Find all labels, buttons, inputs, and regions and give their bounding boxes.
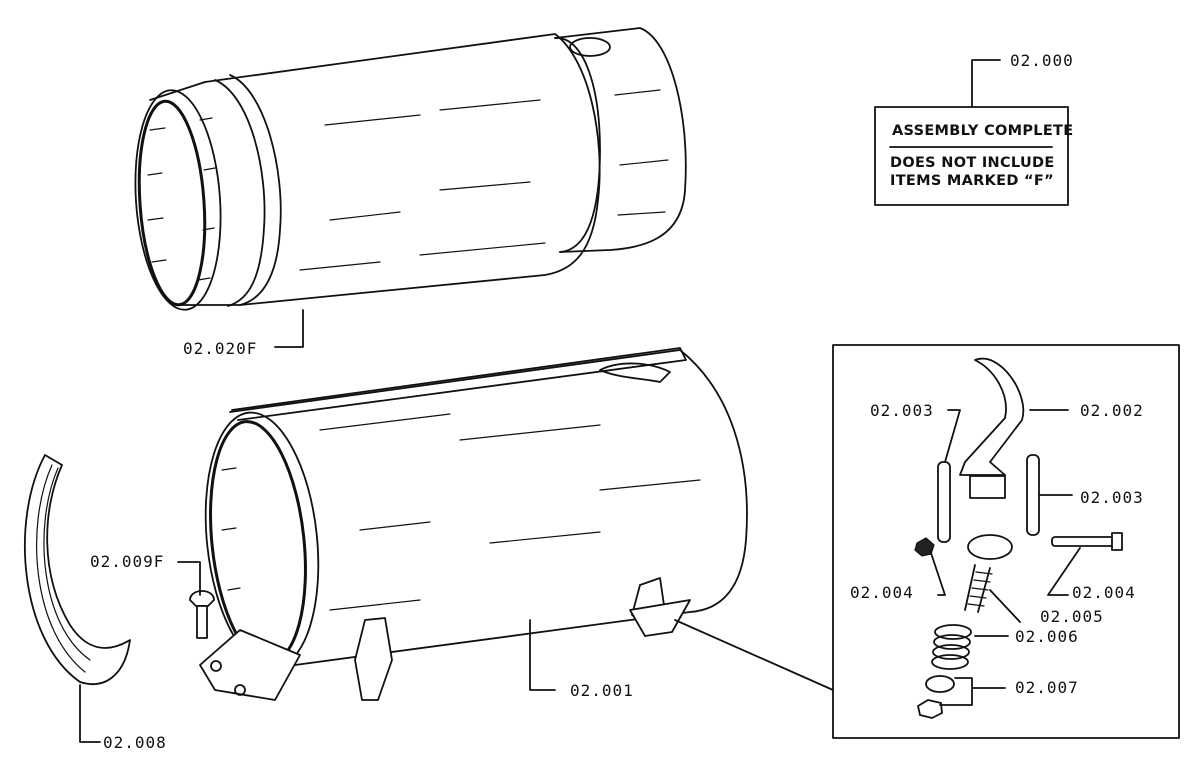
band-drawing bbox=[24, 454, 131, 685]
bolt-drawing bbox=[189, 590, 215, 639]
note-title: ASSEMBLY COMPLETE bbox=[892, 123, 1073, 139]
strap-drawings bbox=[937, 454, 1040, 543]
callout-02-004-nut: 02.004 bbox=[850, 583, 914, 602]
screw-spring-drawing bbox=[914, 532, 1123, 719]
leader-lines bbox=[79, 309, 1081, 743]
callout-02-008: 02.008 bbox=[103, 733, 167, 752]
callout-02-003-right: 02.003 bbox=[1080, 488, 1144, 507]
note-line-1: DOES NOT INCLUDE bbox=[890, 155, 1055, 171]
callout-02-006: 02.006 bbox=[1015, 627, 1079, 646]
callout-02-005: 02.005 bbox=[1040, 607, 1104, 626]
callout-02-007: 02.007 bbox=[1015, 678, 1079, 697]
callout-02-004-bolt: 02.004 bbox=[1072, 583, 1136, 602]
callout-02-000: 02.000 bbox=[1010, 51, 1074, 70]
bracket-drawing bbox=[959, 357, 1025, 499]
detail-box bbox=[832, 344, 1180, 739]
callout-02-020f: 02.020F bbox=[183, 339, 257, 358]
callout-02-001: 02.001 bbox=[570, 681, 634, 700]
upper-cylinder-drawing bbox=[134, 27, 687, 311]
lower-cylinder-drawing bbox=[199, 347, 748, 701]
callout-02-009f: 02.009F bbox=[90, 552, 164, 571]
callout-02-003-left: 02.003 bbox=[870, 401, 934, 420]
callout-02-002: 02.002 bbox=[1080, 401, 1144, 420]
note-line-2: ITEMS MARKED “F” bbox=[890, 173, 1054, 189]
detail-leader bbox=[674, 619, 834, 691]
